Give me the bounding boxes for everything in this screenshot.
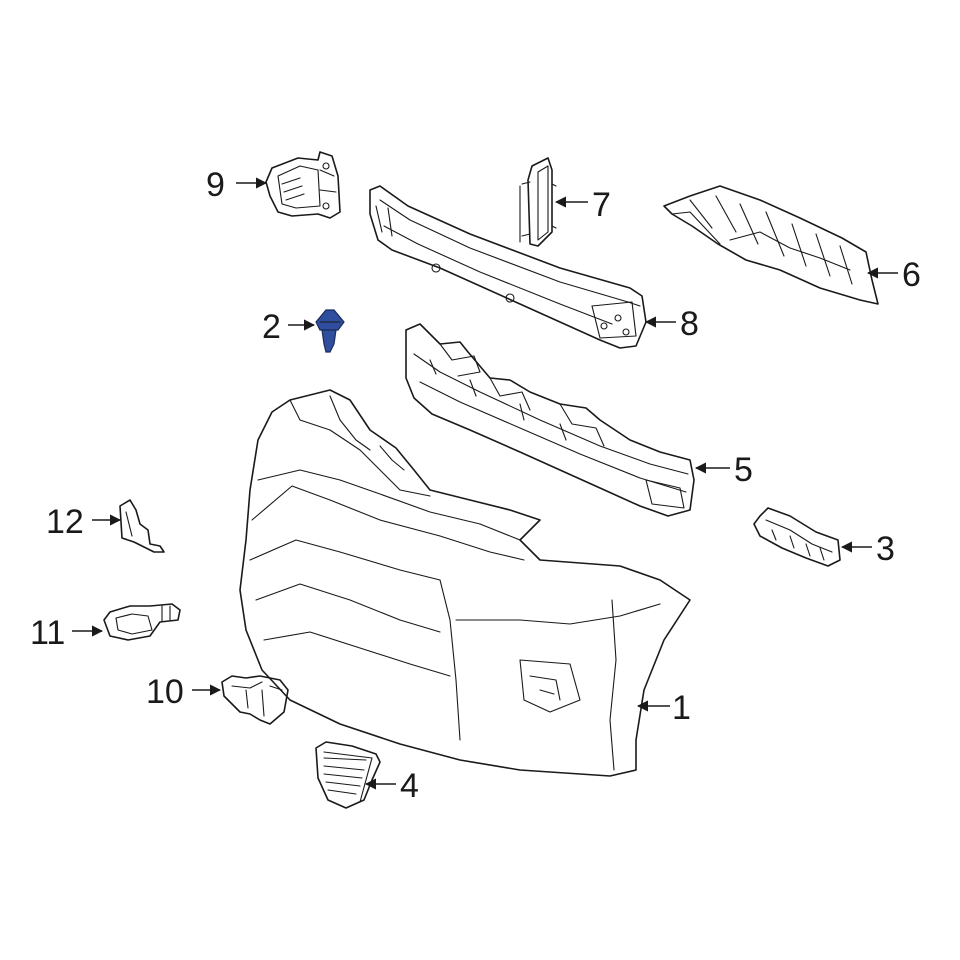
part-4-fog-lamp-grille: [315, 741, 381, 809]
part-7-bracket: [519, 157, 557, 247]
callout-12: 12: [46, 503, 84, 541]
callout-labels: 9 7 6 8 2 5 12 3 11 10 1 4: [30, 166, 921, 805]
part-3-lower-bracket: [753, 507, 841, 567]
callout-11: 11: [30, 614, 65, 652]
part-9-air-duct: [265, 151, 341, 219]
part-11-socket: [103, 603, 181, 641]
part-5-energy-absorber: [405, 323, 695, 517]
part-1-bumper-cover: [239, 389, 691, 777]
callout-7: 7: [592, 186, 611, 224]
part-8-reinforcement-beam: [369, 185, 647, 349]
callout-3: 3: [876, 530, 895, 568]
callout-5: 5: [734, 451, 753, 489]
part-10-sensor: [221, 675, 289, 725]
leader-lines: [72, 177, 898, 790]
part-2-clip: [315, 309, 345, 353]
callout-2: 2: [262, 308, 281, 346]
part-6-upper-cover: [663, 185, 879, 305]
callout-6: 6: [902, 256, 921, 294]
callout-8: 8: [680, 305, 699, 343]
callout-1: 1: [672, 689, 691, 727]
part-12-small-bracket: [119, 499, 165, 553]
callout-9: 9: [206, 166, 225, 204]
callout-10: 10: [146, 673, 184, 711]
callout-4: 4: [400, 767, 419, 805]
